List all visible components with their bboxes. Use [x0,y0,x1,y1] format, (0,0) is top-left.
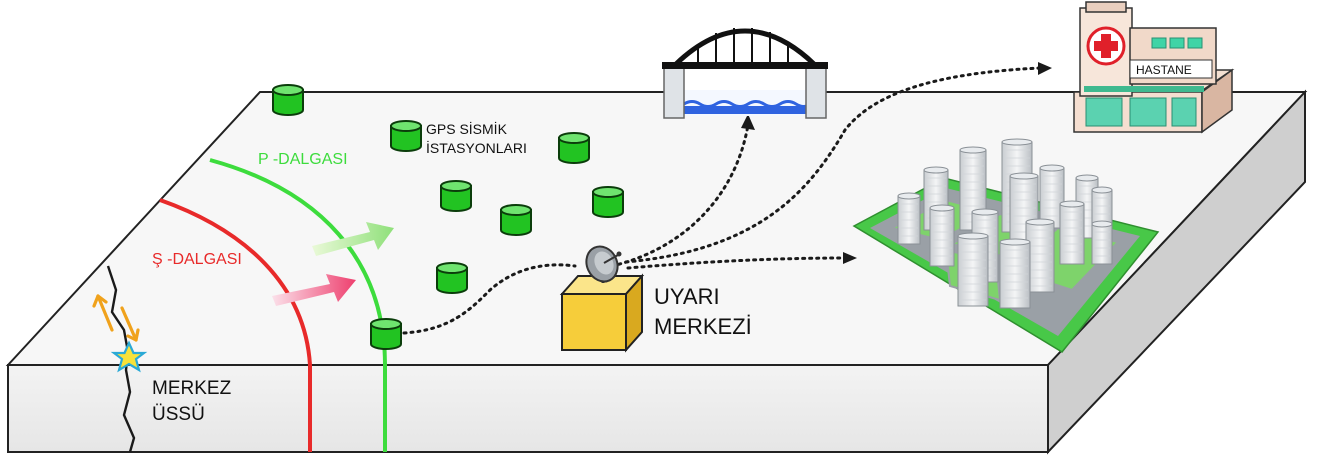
city-buildings [897,138,1113,309]
stations-label-line1: GPS SİSMİK [426,120,508,137]
signal-station-to-center [402,263,577,335]
gps-seismic-station-icon [390,120,422,152]
epicenter-label-line1: MERKEZ [152,378,232,399]
signal-center-to-hospital [624,66,1042,264]
epicenter-label-line2: ÜSSÜ [152,404,205,425]
hospital-sign-label: HASTANE [1136,63,1192,77]
gps-seismic-station-icon [440,180,472,212]
fault-motion-arrows [92,294,140,342]
gps-seismic-station-icon [558,132,590,164]
s-wave-direction-arrow [272,274,356,306]
satellite-dish-icon [585,245,622,283]
gps-seismic-station-icon [500,204,532,236]
signal-arrowheads [741,62,1052,264]
slab-right-side [1047,89,1306,455]
signal-paths [402,66,1042,335]
bridge-icon [662,28,828,119]
s-wave-front [159,198,312,452]
gps-seismic-station-icon [436,262,468,294]
warning-center-label-line1: UYARI [654,284,720,309]
city-building [1059,200,1085,265]
warning-center-label-line2: MERKEZİ [654,314,752,339]
signal-center-to-bridge [610,123,750,268]
gps-seismic-stations [272,84,624,350]
gps-seismic-station-icon [592,186,624,218]
city-building [957,232,989,307]
gps-seismic-station-icon [272,84,304,116]
gps-seismic-station-icon [370,318,402,350]
city-building [1091,220,1113,265]
s-wave-label: Ş -DALGASI [152,251,242,268]
epicenter-star-icon [110,340,148,373]
city-building [999,238,1031,309]
p-wave-label: P -DALGASI [258,151,348,168]
warning-box-side [625,273,643,353]
city-building [1039,164,1065,229]
stations-label-line2: İSTASYONLARI [426,139,527,156]
city-building [929,204,955,267]
hospital-icon: HASTANE [1073,1,1235,134]
warning-center [559,245,645,353]
warning-box-front [561,293,627,351]
signal-center-to-city [626,256,847,270]
city-building [1025,218,1055,293]
city-buildings-icon [852,138,1160,353]
p-wave-direction-arrow [312,222,394,256]
city-building [897,192,921,245]
